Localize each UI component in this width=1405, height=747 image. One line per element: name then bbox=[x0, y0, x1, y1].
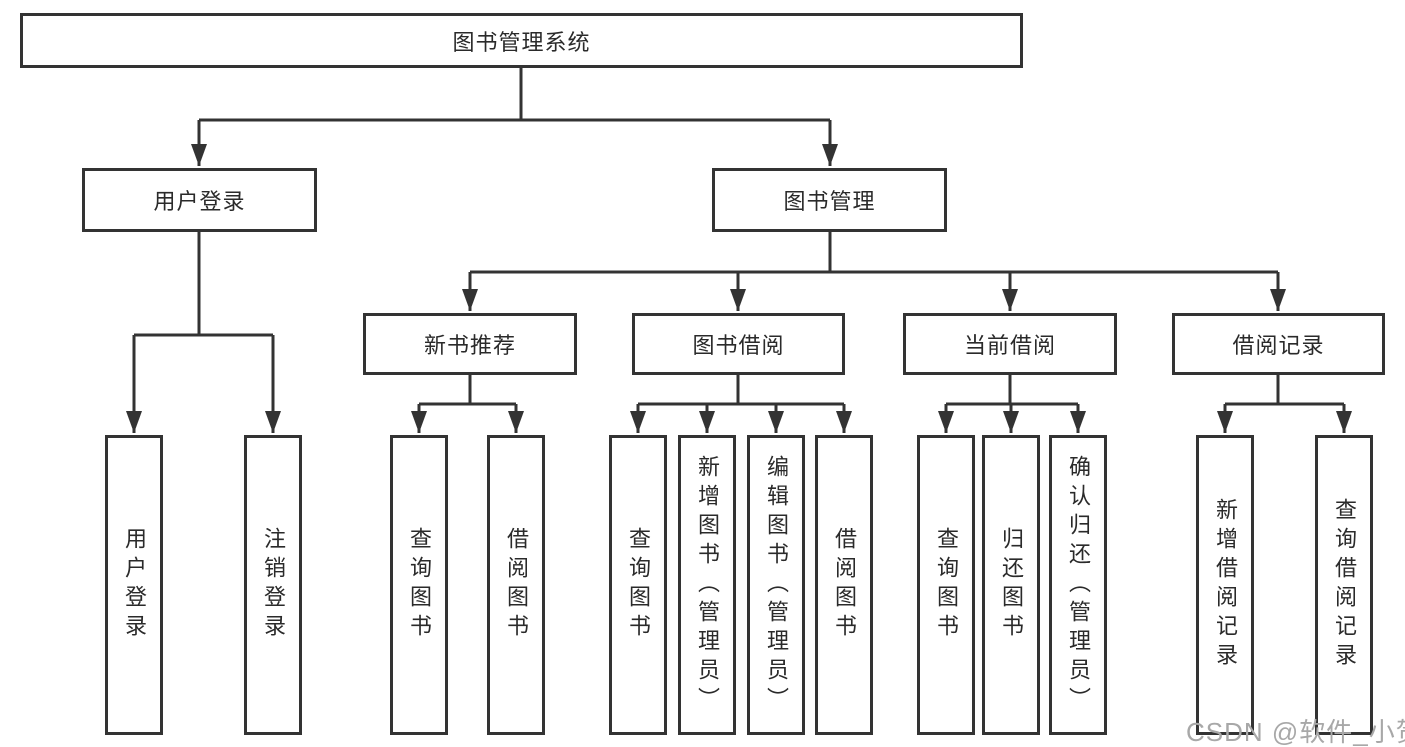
node-label: 当前借阅 bbox=[963, 333, 1056, 358]
leaf-confirm-return-admin: 确认归还（管理员） bbox=[1049, 435, 1107, 735]
node-user-login: 用户登录 bbox=[82, 168, 317, 232]
leaf-return-books: 归还图书 bbox=[982, 435, 1040, 735]
leaf-logout: 注销登录 bbox=[244, 435, 302, 735]
node-borrow-records: 借阅记录 bbox=[1172, 313, 1385, 375]
node-label: 用户登录 bbox=[153, 189, 246, 214]
node-label: 借阅图书 bbox=[504, 527, 529, 643]
node-label: 新增借阅记录 bbox=[1213, 498, 1238, 672]
leaf-query-books-borrow: 查询图书 bbox=[609, 435, 667, 735]
leaf-edit-books-admin: 编辑图书（管理员） bbox=[747, 435, 805, 735]
leaf-query-books-current: 查询图书 bbox=[917, 435, 975, 735]
node-label: 查询借阅记录 bbox=[1332, 498, 1357, 672]
node-label: 查询图书 bbox=[934, 527, 959, 643]
node-label: 新书推荐 bbox=[423, 333, 516, 358]
node-label: 编辑图书（管理员） bbox=[764, 454, 789, 716]
node-label: 确认归还（管理员） bbox=[1066, 454, 1091, 716]
leaf-borrow-books: 借阅图书 bbox=[815, 435, 873, 735]
leaf-add-borrow-record: 新增借阅记录 bbox=[1196, 435, 1254, 735]
node-label: 图书借阅 bbox=[692, 333, 785, 358]
node-label: 图书管理系统 bbox=[452, 29, 591, 55]
node-label: 图书管理 bbox=[783, 189, 876, 214]
node-book-borrow: 图书借阅 bbox=[632, 313, 845, 375]
csdn-watermark: CSDN @软件_小贺同学 bbox=[1186, 717, 1405, 747]
node-label: 查询图书 bbox=[407, 527, 432, 643]
node-new-book-recommend: 新书推荐 bbox=[363, 313, 577, 375]
node-label: 借阅图书 bbox=[832, 527, 857, 643]
node-label: 归还图书 bbox=[999, 527, 1024, 643]
node-label: 查询图书 bbox=[626, 527, 651, 643]
leaf-add-books-admin: 新增图书（管理员） bbox=[678, 435, 736, 735]
node-book-management: 图书管理 bbox=[712, 168, 947, 232]
leaf-user-login: 用户登录 bbox=[105, 435, 163, 735]
node-label: 新增图书（管理员） bbox=[695, 454, 720, 716]
node-current-borrow: 当前借阅 bbox=[903, 313, 1117, 375]
node-label: 借阅记录 bbox=[1232, 333, 1325, 358]
node-root-library-system: 图书管理系统 bbox=[20, 13, 1023, 68]
node-label: 注销登录 bbox=[261, 527, 286, 643]
leaf-query-books-recommend: 查询图书 bbox=[390, 435, 448, 735]
leaf-borrow-books-recommend: 借阅图书 bbox=[487, 435, 545, 735]
leaf-query-borrow-record: 查询借阅记录 bbox=[1315, 435, 1373, 735]
node-label: 用户登录 bbox=[122, 527, 147, 643]
